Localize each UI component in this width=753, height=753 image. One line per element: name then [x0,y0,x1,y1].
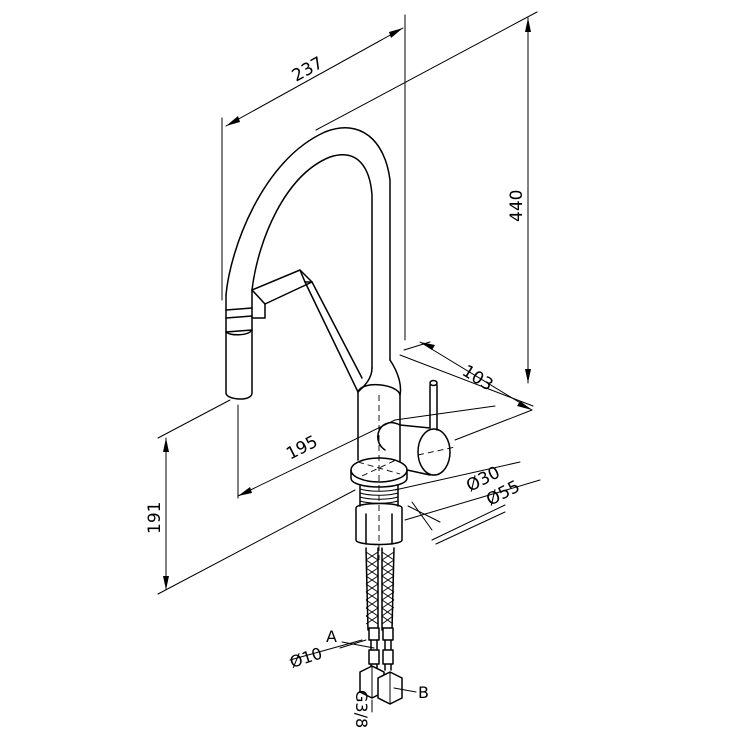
dim-label-191: 191 [145,502,165,534]
label-a: A [326,627,337,646]
dim-label-hose-diameter: Ø10 [287,644,324,672]
thread-label: G3/8 [352,690,373,728]
hose-label-a: A [326,627,375,649]
dim-label-440: 440 [507,190,527,222]
supply-hose-right [381,547,395,631]
dim-label-195: 195 [283,432,321,465]
dimension-base-103: 103 [403,341,533,441]
dimension-height-440: 440 [315,11,538,407]
faucet-spout-arch [225,127,402,396]
label-thread-g38: G3/8 [352,690,371,728]
spray-holder-bracket [251,269,363,393]
hose-fittings [359,627,403,705]
center-axis [357,395,401,560]
lever-handle [377,379,456,476]
dimension-spout-height-191: 191 [145,399,356,595]
supply-hose-left [365,547,379,631]
dimension-spout-195: 195 [237,404,496,499]
dimension-reach-237: 237 [221,14,406,341]
faucet-body-cylinder [357,384,401,473]
dimension-diameter-30-55: Ø30 Ø55 [394,461,541,545]
hose-label-b: B [393,683,429,702]
label-b: B [418,683,429,702]
faucet-spray-head [225,289,253,400]
dim-label-237: 237 [289,53,327,86]
thread-shank [355,485,403,546]
